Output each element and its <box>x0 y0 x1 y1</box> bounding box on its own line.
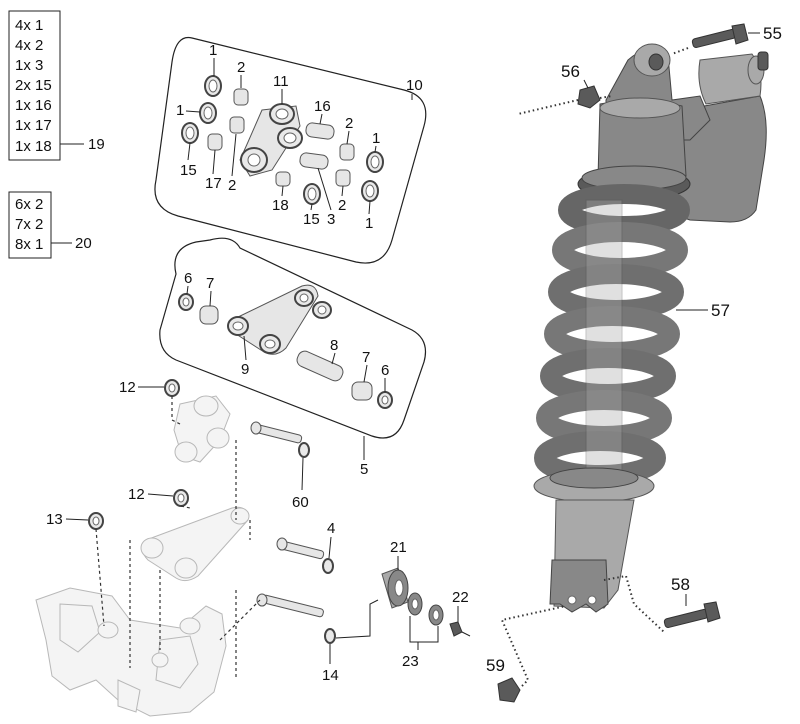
bolt-14 <box>256 593 336 644</box>
linkage-plate-ghost <box>140 506 250 582</box>
sleeve-8 <box>296 350 344 382</box>
callout-13: 13 <box>46 511 63 528</box>
callout-1: 1 <box>209 42 217 59</box>
bolt-60 <box>250 421 310 458</box>
bushing-2 <box>233 88 249 106</box>
callout-3: 3 <box>327 211 335 228</box>
callout-16: 16 <box>314 98 331 115</box>
linkage-plate-9 <box>227 284 332 355</box>
bushing-17 <box>207 133 223 151</box>
callout-57: 57 <box>711 301 730 320</box>
kit-19-line: 1x 18 <box>15 138 52 155</box>
bushing-7 <box>351 381 373 401</box>
callout-12: 12 <box>119 379 136 396</box>
top-nut-56: 56 <box>517 62 613 115</box>
kit-19-line: 1x 17 <box>15 117 52 134</box>
rocker-arm-ghost <box>173 395 231 463</box>
callout-1: 1 <box>365 215 373 232</box>
kit-19-line: 1x 3 <box>15 57 43 74</box>
callout-11: 11 <box>273 73 289 90</box>
callout-6: 6 <box>184 270 192 287</box>
callout-18: 18 <box>272 197 289 214</box>
bushing-2 <box>339 143 355 161</box>
rocker-arm-11 <box>239 103 303 177</box>
callout-21: 21 <box>390 539 407 556</box>
bushing-18 <box>275 171 291 187</box>
bottom-bolt-58: 58 <box>603 574 721 633</box>
nut-22 <box>449 621 463 637</box>
callout-7: 7 <box>206 275 214 292</box>
callout-14: 14 <box>322 667 339 684</box>
top-bolt-55: 55 <box>671 23 782 55</box>
callout-2: 2 <box>237 59 245 76</box>
callout-59: 59 <box>486 656 505 675</box>
rod-end-parts: 21 22 23 <box>335 539 471 670</box>
kit-20-box: 6x 2 7x 2 8x 1 20 <box>8 191 92 259</box>
callout-10: 10 <box>406 77 423 94</box>
callout-9: 9 <box>241 361 249 378</box>
callout-56: 56 <box>561 62 580 81</box>
shock-absorber-57: 57 <box>533 43 769 613</box>
callout-23: 23 <box>402 653 419 670</box>
callout-17: 17 <box>205 175 222 192</box>
callout-58: 58 <box>671 575 690 594</box>
kit-20-line: 6x 2 <box>15 196 43 213</box>
callout-2: 2 <box>345 115 353 132</box>
bushing-7 <box>199 305 219 325</box>
kit-19-box: 4x 1 4x 2 1x 3 2x 15 1x 16 1x 17 1x 18 1… <box>8 10 105 161</box>
bushing-2 <box>335 169 351 187</box>
callout-15: 15 <box>303 211 320 228</box>
callout-55: 55 <box>763 24 782 43</box>
callout-4: 4 <box>327 520 335 537</box>
frame-assembly-ghost: 12 60 12 13 4 14 <box>35 379 339 717</box>
kit-19-line: 4x 2 <box>15 37 43 54</box>
callout-20: 20 <box>75 235 92 252</box>
callout-8: 8 <box>330 337 338 354</box>
callout-22: 22 <box>452 589 469 606</box>
bushing-2 <box>229 116 245 134</box>
sleeve-16 <box>305 122 335 140</box>
bottom-nut-59: 59 <box>486 605 567 703</box>
kit-19-line: 4x 1 <box>15 17 43 34</box>
callout-2: 2 <box>338 197 346 214</box>
group-10-bearing-kit: 1 2 11 1 15 17 2 16 2 1 10 18 15 3 2 1 <box>154 36 427 264</box>
callout-60: 60 <box>292 494 309 511</box>
callout-5: 5 <box>360 461 368 478</box>
callout-1: 1 <box>372 130 380 147</box>
callout-12: 12 <box>128 486 145 503</box>
callout-15: 15 <box>180 162 197 179</box>
kit-20-line: 8x 1 <box>15 236 43 253</box>
callout-7: 7 <box>362 349 370 366</box>
callout-2: 2 <box>228 177 236 194</box>
kit-19-line: 2x 15 <box>15 77 52 94</box>
kit-20-line: 7x 2 <box>15 216 43 233</box>
spherical-bearing-21 <box>381 567 409 609</box>
sleeve-3 <box>299 152 329 170</box>
kit-19-line: 1x 16 <box>15 97 52 114</box>
bolt-4 <box>276 537 334 574</box>
callout-19: 19 <box>88 136 105 153</box>
callout-1: 1 <box>176 102 184 119</box>
group-5-linkage-kit: 6 7 9 8 7 6 5 <box>159 237 427 478</box>
callout-6: 6 <box>381 362 389 379</box>
